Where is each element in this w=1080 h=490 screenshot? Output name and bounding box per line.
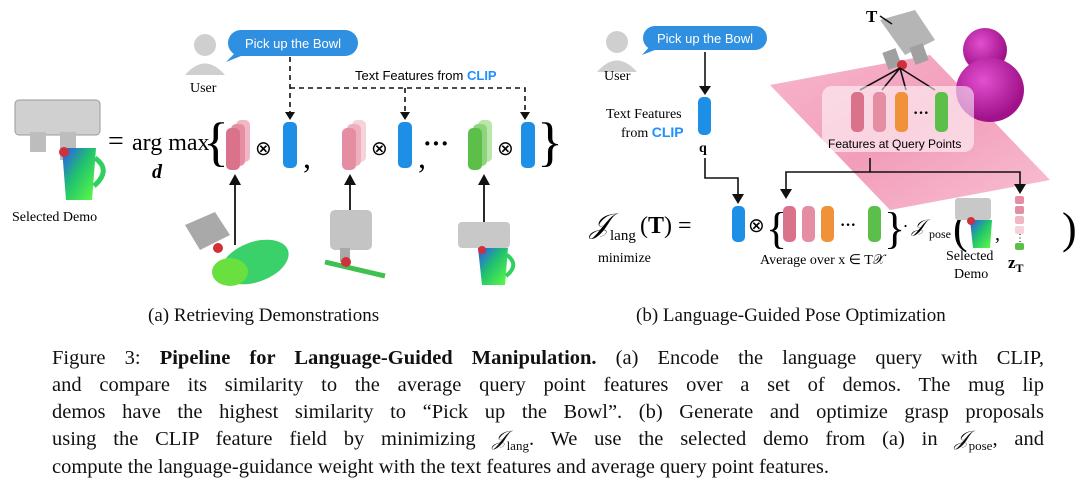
svg-text:⋮: ⋮ [1015, 233, 1025, 244]
demo-arrowheads [229, 174, 490, 185]
caption-line-3: demos have the highest similarity to “Pi… [52, 401, 1044, 423]
brace-close-a: } [537, 112, 563, 172]
text-feature-dashes [289, 57, 526, 113]
bubble-arrowhead-b [699, 86, 711, 95]
selected-demo-label-b1: Selected [946, 249, 993, 264]
brace-open-b: { [766, 204, 787, 253]
obj-feature-vectors [783, 206, 881, 242]
bubble-text-b: Pick up the Bowl [657, 31, 753, 46]
flow-arrowheads-b [732, 184, 1026, 204]
caption-line4-a: using the CLIP feature field by minimizi… [52, 428, 493, 450]
features-query-label: Features at Query Points [828, 137, 961, 151]
caption-sub-lang: lang [506, 438, 529, 453]
average-label: Average over x ∈ T𝒳 [760, 253, 887, 268]
text-features-label-b1: Text Features [606, 107, 682, 122]
selected-demo-image [14, 99, 106, 200]
objective-arg: (T) = [640, 213, 692, 239]
demo-image-mug [458, 222, 516, 285]
text-features-label-b2: from CLIP [621, 124, 684, 141]
otimes-2: ⊗ [371, 138, 388, 160]
argmax-label: arg max [132, 130, 210, 156]
objective-sub: lang [610, 228, 636, 244]
speech-bubble-b: Pick up the Bowl [642, 26, 767, 55]
q-label: q [699, 141, 707, 156]
z-vector: ⋮ [1015, 196, 1025, 250]
t-label: T [866, 7, 878, 26]
bubble-text-a: Pick up the Bowl [245, 36, 341, 51]
argmax-var: d [152, 161, 163, 183]
query-feature-vectors [851, 92, 948, 132]
user-label-a: User [190, 81, 217, 96]
otimes-1: ⊗ [255, 138, 272, 160]
feature-stack-pink-2 [342, 120, 366, 170]
eq-equals-a: = [108, 126, 124, 157]
text-feature-vector-1 [283, 122, 297, 168]
demo-image-spoon [324, 210, 386, 279]
figure-caption: Figure 3: Pipeline for Language-Guided M… [52, 345, 1044, 481]
minimize-label: minimize [598, 251, 651, 266]
caption-sub-pose: pose [968, 438, 993, 453]
caption-line4-b: . We use the selected demo from (a) in [528, 428, 955, 450]
selected-demo-b [955, 198, 992, 248]
comma-b: , [995, 223, 1000, 245]
obj-ellipsis: ··· [840, 217, 856, 234]
text-feature-vector-2 [398, 122, 412, 168]
features-ellipsis: ··· [913, 105, 929, 122]
comma-2: , [418, 139, 426, 175]
pose-sub: pose [929, 227, 951, 241]
speech-bubble-a: Pick up the Bowl [226, 30, 358, 62]
user-icon-b [597, 31, 637, 72]
selected-demo-label-a: Selected Demo [12, 210, 97, 225]
obj-text-vector [732, 206, 745, 242]
z-label: zT [1008, 253, 1024, 275]
caption-j-2: 𝒥 [954, 428, 969, 450]
comma-1: , [303, 139, 311, 175]
caption-line4-c: , and [992, 428, 1044, 450]
otimes-3: ⊗ [497, 138, 514, 160]
text-feature-vector-q [698, 97, 711, 135]
dash-arrowheads [285, 112, 530, 120]
subcaption-b: (b) Language-Guided Pose Optimization [636, 305, 946, 326]
user-label-b: User [604, 69, 631, 84]
caption-fig-label: Figure 3: [52, 347, 160, 369]
pipeline-figure: User Pick up the Bowl Text Features from… [12, 7, 1077, 286]
subcaption-a: (a) Retrieving Demonstrations [148, 305, 380, 326]
caption-title: Pipeline for Language-Guided Manipulatio… [159, 347, 597, 369]
caption-line-2: and compare its similarity to the averag… [52, 374, 1044, 396]
caption-line1-rest: (a) Encode the language query with CLIP, [596, 347, 1044, 369]
ellipsis-a: ··· [423, 129, 449, 158]
otimes-b: ⊗ [748, 215, 765, 237]
caption-line-1: Figure 3: Pipeline for Language-Guided M… [52, 345, 1044, 372]
user-icon-a [185, 34, 225, 75]
feature-stack-green [468, 120, 492, 170]
brace-open-a: { [203, 112, 229, 172]
dot-pose: · 𝒥 [903, 216, 931, 236]
text-feature-vector-3 [521, 122, 535, 168]
demo-image-bowl [185, 212, 289, 286]
paren-close-b: ) [1062, 204, 1077, 253]
flow-lines-b [704, 158, 1021, 195]
text-features-label-a: Text Features from CLIP [355, 68, 497, 83]
caption-line-5: compute the language-guidance weight wit… [52, 456, 829, 478]
brace-close-b: } [884, 204, 905, 253]
feature-stack-pink-1 [226, 120, 250, 170]
t-arrow [879, 15, 893, 25]
selected-demo-label-b2: Demo [954, 267, 988, 282]
caption-j-1: 𝒥 [492, 428, 507, 450]
caption-line-4: using the CLIP feature field by minimizi… [52, 426, 1044, 454]
